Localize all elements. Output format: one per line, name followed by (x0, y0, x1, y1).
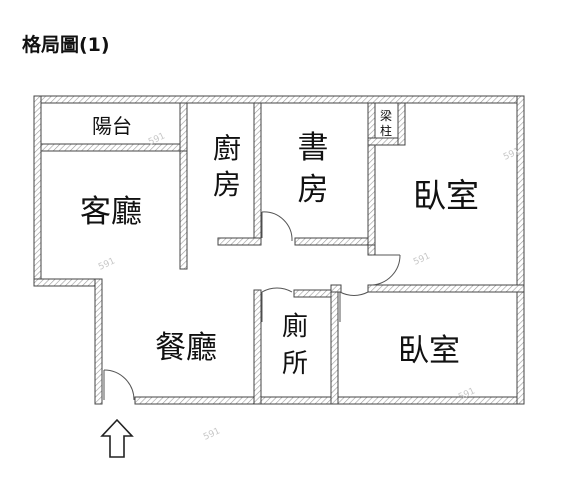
toilet-label-1: 廁 (282, 312, 308, 342)
living-room-label: 客廳 (80, 194, 142, 230)
beam-label-2: 柱 (380, 123, 392, 138)
wall-left-step (33, 278, 103, 287)
bedroom-1-label: 臥室 (413, 176, 479, 215)
study-door (261, 211, 293, 242)
toilet-label-2: 所 (282, 349, 308, 379)
wall-left-upper (33, 95, 42, 287)
entrance-door (103, 369, 135, 401)
bedroom-2-label: 臥室 (398, 333, 460, 369)
wall-study-bottom (294, 237, 376, 246)
toilet-door (261, 287, 293, 322)
balcony-label: 陽台 (92, 114, 132, 138)
watermark: 591 (97, 256, 117, 272)
watermark: 591 (412, 251, 432, 267)
beam-label-1: 梁 (380, 108, 392, 123)
entrance-arrow-icon (100, 418, 134, 458)
wall-balcony-bottom (40, 143, 183, 152)
wall-bedroom2-top-left (330, 284, 342, 293)
wall-kitchen-right (253, 102, 262, 246)
watermark: 591 (202, 426, 222, 442)
page-title: 格局圖(1) (22, 34, 110, 56)
study-label-1: 書 (298, 130, 329, 166)
wall-right (516, 95, 525, 405)
kitchen-label-1: 廚 (213, 132, 241, 165)
wall-beam-right (397, 102, 406, 146)
kitchen-label-2: 房 (213, 168, 241, 201)
watermarks: 591 591 591 591 591 591 (97, 131, 522, 442)
wall-toilet-left (253, 289, 262, 405)
dining-room-label: 餐廳 (155, 330, 217, 366)
exterior-walls (33, 95, 525, 405)
doors (103, 211, 401, 401)
wall-balcony-right (179, 102, 188, 152)
wall-bedroom-left-lower (367, 244, 376, 256)
bedroom1-door (371, 254, 401, 286)
interior-walls (40, 102, 525, 405)
room-labels: 陽台 客廳 廚 房 書 房 梁 柱 臥室 餐廳 廁 所 臥室 (80, 108, 479, 379)
wall-living-right (179, 150, 188, 270)
wall-left-lower (94, 278, 103, 405)
wall-top (33, 95, 525, 104)
wall-hall-divider (367, 284, 525, 293)
bedroom2-door (339, 291, 369, 322)
wall-toilet-right (330, 289, 339, 405)
wall-kitchen-bottom (217, 237, 262, 246)
study-label-2: 房 (298, 172, 329, 208)
wall-study-right (367, 102, 376, 246)
